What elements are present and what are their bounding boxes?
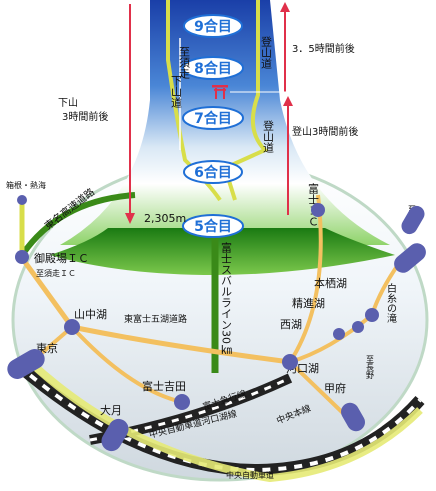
node-tokyo [7, 349, 45, 379]
trail-down-label: 下山道 [170, 75, 183, 108]
station-8-oval [182, 56, 244, 80]
time-down-sub-label: 3時間前後 [62, 110, 108, 123]
tokyo-label: 東京 [36, 341, 58, 355]
chuo-expressway-band [27, 359, 423, 483]
node-kofu [341, 402, 365, 432]
trail-up-lower-label: 登山道 [262, 119, 275, 153]
station-9-oval [183, 14, 243, 38]
lakes-road [289, 313, 374, 364]
to-subashiri-label: 至須走ＩＣ [36, 269, 76, 278]
station-7-oval [182, 106, 244, 130]
arrow-up-lower-head [283, 96, 293, 106]
time-up-label: 登山3時間前後 [292, 125, 358, 138]
station-9-label: 9合目 [194, 18, 232, 35]
chuo-expressway-label: 中央自動車道 [226, 470, 274, 480]
node-kawaguchiko [282, 354, 298, 370]
node-fuji-ic [311, 203, 325, 217]
saiko-label: 西湖 [280, 318, 302, 331]
time-down-label: 下山 [58, 97, 78, 109]
node-saiko [333, 328, 345, 340]
shiraito-label: 白糸の滝 [385, 282, 397, 323]
hakone-label: 箱根・熱海 [6, 180, 46, 190]
time-up-top-label: 3．5時間前後 [292, 42, 355, 55]
torii-icon [212, 85, 228, 99]
railway-outer-dash [16, 363, 422, 473]
node-to-shiraito [401, 205, 425, 235]
node-shojiko [352, 321, 364, 333]
mountain-green-band [50, 228, 395, 275]
yamanakako-label: 山中湖 [74, 308, 107, 321]
node-hakone [17, 195, 27, 205]
subaru-line-label: 富士スバルライン30㎞ [220, 241, 233, 355]
stations-group: 9合目 8合目 7合目 6合目 5合目 [182, 14, 244, 238]
station-6-oval [183, 160, 243, 184]
tomei-expressway [19, 192, 136, 257]
otsuki-label: 大月 [100, 403, 122, 417]
shojiko-label: 精進湖 [292, 297, 325, 310]
trail-shortcut-label: 至須走 [178, 46, 191, 79]
node-shiraito-end [394, 243, 426, 273]
node-motosuko [365, 308, 379, 322]
trail-up-label: 登山道 [260, 35, 273, 69]
climbing-trail-upper [222, 0, 269, 201]
gotemba-road [19, 256, 75, 329]
railway-kyuko-dash [89, 376, 291, 442]
fujiyoshida-road [70, 325, 183, 404]
station-5-label: 5合目 [194, 218, 232, 235]
goko-road-label: 東富士五湖道路 [124, 313, 187, 325]
descending-trail [166, 0, 222, 202]
node-otsuki [101, 418, 129, 452]
node-yamanakako [64, 319, 80, 335]
arrow-up-top-head [280, 2, 290, 12]
kawaguchi-kofu-road [288, 360, 347, 417]
node-gotemba-ic [15, 250, 29, 264]
station-7-label: 7合目 [194, 110, 232, 127]
station-8-label: 8合目 [194, 60, 232, 77]
gotemba-ic-label: 御殿場ＩＣ [34, 251, 89, 265]
arrow-down-head [125, 213, 135, 224]
fuji-ic-road [288, 194, 323, 364]
altitude-label: 2,305m [144, 212, 186, 225]
station-5-oval [182, 214, 244, 238]
node-fujiyoshida [174, 394, 190, 410]
motosuko-label: 本栖湖 [314, 276, 347, 290]
yamanaka-kawaguchi-road [71, 324, 291, 365]
fujiyoshida-label: 富士吉田 [142, 379, 186, 393]
station-6-label: 6合目 [194, 164, 232, 181]
kofu-label: 甲府 [324, 381, 346, 395]
to-nagano-label: 至長野 [366, 355, 375, 379]
